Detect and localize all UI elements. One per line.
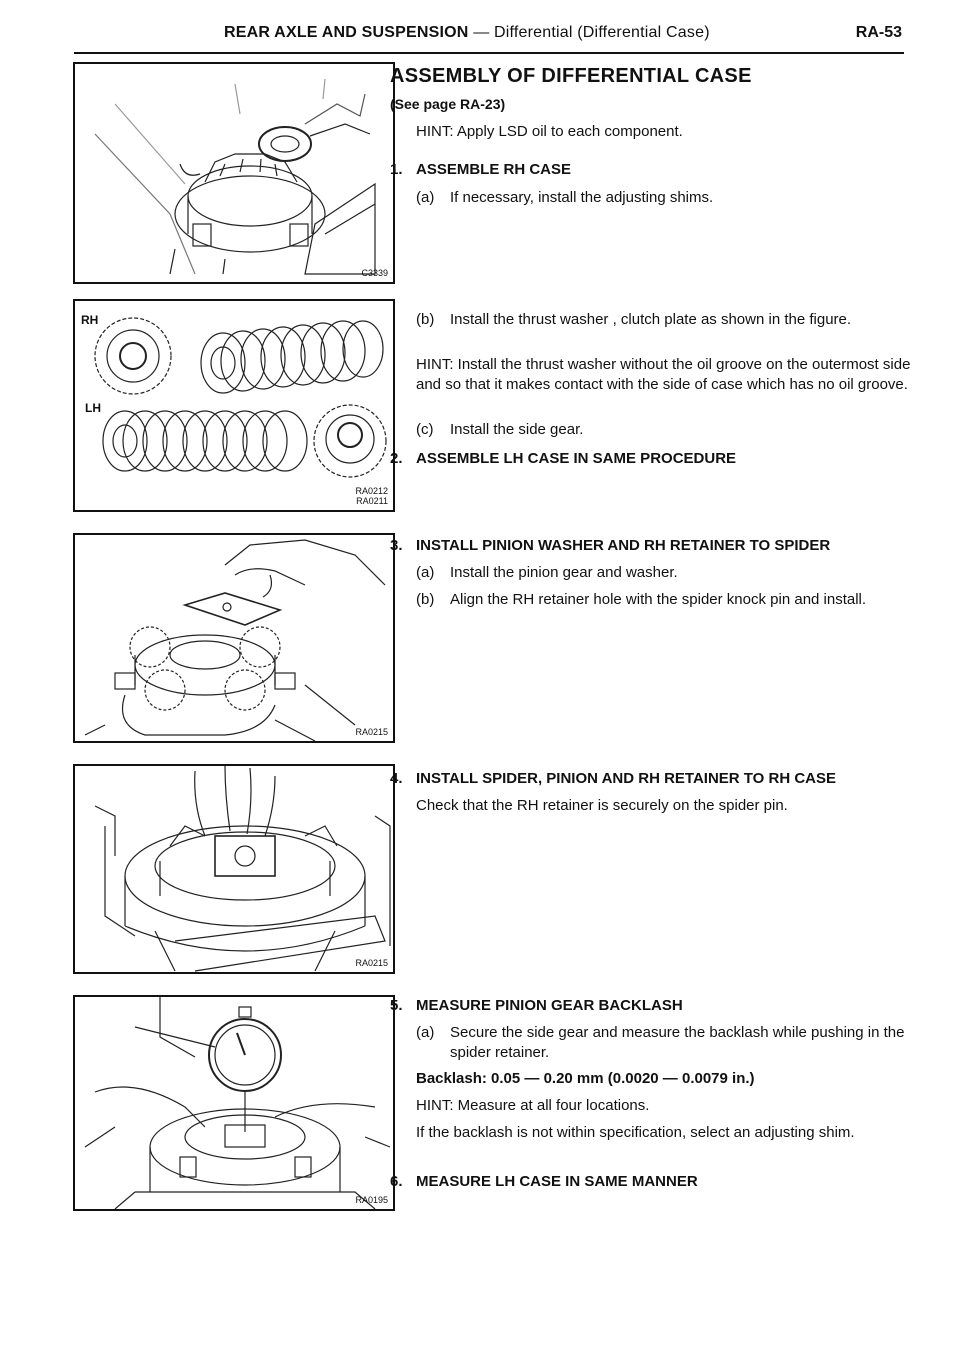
item-text: Install the pinion gear and washer. [450, 564, 678, 581]
figure-code: C3339 [361, 268, 388, 278]
figure-backlash-measurement: RA0195 [73, 995, 395, 1211]
figure-spider-rh-case: RA0215 [73, 764, 395, 974]
step-number: 2. [390, 450, 403, 467]
backlash-spec: Backlash: 0.05 — 0.20 mm (0.0020 — 0.007… [416, 1070, 755, 1087]
header-title-main: REAR AXLE AND SUSPENSION [224, 24, 469, 41]
item-text: If necessary, install the adjusting shim… [450, 189, 714, 206]
figure-code: RA0215 [355, 958, 388, 968]
label-rh: RH [81, 313, 99, 327]
section-title: ASSEMBLY OF DIFFERENTIAL CASE [390, 65, 752, 87]
step-1-hint: HINT: Install the thrust washer without … [416, 356, 911, 393]
item-text: Secure the side gear and measure the bac… [450, 1024, 905, 1061]
step-5-hint: HINT: Measure at all four locations. [416, 1097, 650, 1114]
label-lh: LH [85, 401, 101, 415]
step-1a: (a) If necessary, install the adjusting … [416, 188, 911, 208]
illustration-dial-indicator [84, 997, 391, 1209]
step-3a: (a) Install the pinion gear and washer. [416, 563, 911, 583]
figure-code: RA0212 RA0211 [355, 486, 388, 506]
step-5-note: If the backlash is not within specificat… [416, 1124, 855, 1141]
step-label: ASSEMBLE LH CASE IN SAME PROCEDURE [416, 450, 737, 467]
header-title-sub: Differential (Differential Case) [494, 24, 710, 41]
figure-code: RA0195 [355, 1195, 388, 1205]
step-label: INSTALL SPIDER, PINION AND RH RETAINER T… [416, 770, 837, 787]
item-text: Align the RH retainer hole with the spid… [450, 591, 867, 608]
step-label: ASSEMBLE RH CASE [416, 161, 572, 178]
header-title-dash: — [468, 24, 495, 41]
step-number: 5. [390, 997, 403, 1014]
step-1c: (c) Install the side gear. [416, 420, 911, 440]
step-label: MEASURE LH CASE IN SAME MANNER [416, 1173, 698, 1190]
figure-pinion-retainer: RA0215 [73, 533, 395, 743]
step-label: MEASURE PINION GEAR BACKLASH [416, 997, 683, 1014]
figure-code: RA0215 [355, 727, 388, 737]
figure-code-line2: RA0211 [356, 496, 388, 506]
item-marker: (a) [416, 564, 435, 581]
item-marker: (a) [416, 189, 435, 206]
header-rule [74, 52, 904, 54]
figure-adjusting-shims: C3339 [73, 62, 395, 284]
step-number: 6. [390, 1173, 403, 1190]
item-marker: (a) [416, 1024, 435, 1041]
step-label: INSTALL PINION WASHER AND RH RETAINER TO… [416, 537, 831, 554]
illustration-spider-in-case [94, 766, 391, 972]
illustration-spider-retainer [84, 539, 386, 741]
step-number: 4. [390, 770, 403, 787]
step-4-text: Check that the RH retainer is securely o… [416, 797, 788, 814]
hint-intro: HINT: Apply LSD oil to each component. [416, 123, 683, 140]
item-marker: (b) [416, 591, 435, 608]
illustration-case-shims [94, 78, 376, 275]
item-marker: (b) [416, 311, 435, 328]
step-5a: (a) Secure the side gear and measure the… [416, 1023, 911, 1063]
step-3b: (b) Align the RH retainer hole with the … [416, 590, 911, 610]
item-marker: (c) [416, 421, 434, 438]
item-text: Install the side gear. [450, 421, 584, 438]
illustration-clutch-plates [94, 317, 387, 478]
see-page-reference: (See page RA-23) [390, 96, 506, 112]
page-number: RA-53 [855, 24, 902, 41]
header-title: REAR AXLE AND SUSPENSION — Differential … [224, 24, 710, 42]
page-header: REAR AXLE AND SUSPENSION — Differential … [74, 14, 904, 54]
step-1b: (b) Install the thrust washer , clutch p… [416, 310, 911, 330]
figure-clutch-plates: RH LH RA0212 RA0211 [73, 299, 395, 512]
step-number: 1. [390, 161, 403, 178]
figure-code-line1: RA0212 [355, 486, 388, 496]
item-text: Install the thrust washer , clutch plate… [450, 311, 852, 328]
step-number: 3. [390, 537, 403, 554]
